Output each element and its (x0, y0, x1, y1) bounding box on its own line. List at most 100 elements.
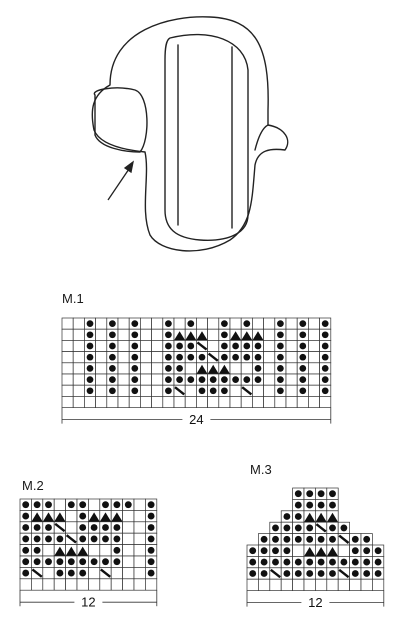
purl-dot (321, 320, 329, 327)
purl-dot (56, 535, 64, 543)
grid-cell (207, 317, 220, 330)
purl-dot (124, 501, 132, 509)
purl-dot (363, 547, 371, 555)
purl-dot (277, 342, 284, 350)
grid-cell (140, 373, 152, 386)
purl-dot (232, 353, 239, 361)
knitting-chart-m1: 24 (61, 317, 332, 427)
grid-cell (263, 340, 276, 352)
purl-dot (67, 501, 75, 509)
grid-cell (151, 340, 164, 352)
purl-dot (131, 353, 139, 361)
purl-dot (321, 387, 329, 395)
purl-dot (260, 535, 268, 543)
purl-dot (254, 376, 262, 383)
grid-cell (162, 396, 175, 408)
purl-dot (249, 570, 257, 577)
grid-cell (61, 340, 74, 352)
hat-outer-outline (91, 16, 289, 252)
purl-dot (86, 331, 94, 339)
purl-dot (329, 501, 336, 509)
purl-dot (109, 342, 116, 350)
grid-cell (240, 396, 253, 408)
purl-dot (317, 490, 325, 498)
purl-dot (294, 501, 302, 509)
grid-cell (184, 396, 197, 408)
grid-cell (117, 328, 130, 341)
grid-cell (145, 578, 158, 591)
grid-cell (72, 340, 85, 352)
grid-cell (258, 578, 271, 591)
grid-cell (72, 328, 85, 341)
grid-cell (151, 351, 164, 364)
grid-cell (308, 396, 320, 408)
grid-cell (133, 498, 146, 511)
ear-flap-outline (93, 87, 148, 153)
purl-dot (147, 546, 155, 554)
purl-dot (176, 376, 183, 383)
purl-dot (45, 558, 52, 566)
decrease-triangle (174, 331, 186, 341)
grid-cell (133, 532, 146, 545)
grid-cell (117, 340, 130, 352)
grid-cell (133, 578, 146, 591)
grid-cell (88, 498, 101, 511)
purl-dot (351, 558, 359, 566)
grid-cell (128, 396, 141, 408)
grid-cell (285, 340, 298, 352)
slant-stitch (338, 568, 350, 579)
grid-cell (61, 373, 74, 386)
grid-cell (151, 384, 164, 397)
decrease-triangle (207, 364, 219, 374)
purl-dot (243, 376, 251, 383)
purl-dot (147, 501, 155, 509)
purl-dot (147, 535, 155, 543)
grid-cell (292, 578, 305, 591)
purl-dot (249, 547, 257, 555)
grid-cell (173, 396, 186, 408)
grid-cell (308, 373, 320, 386)
purl-dot (33, 501, 41, 509)
grid-cell (319, 396, 332, 408)
purl-dot (187, 353, 195, 361)
purl-dot (209, 387, 217, 395)
purl-dot (232, 376, 239, 383)
purl-dot (221, 331, 228, 339)
purl-dot (260, 570, 268, 577)
decrease-triangle (315, 512, 327, 523)
grid-cell (110, 578, 123, 591)
grid-cell (72, 351, 85, 364)
grid-cell (61, 328, 74, 341)
grid-cell (122, 532, 135, 545)
decrease-triangle (111, 512, 123, 522)
purl-dot (198, 387, 206, 395)
grid-cell (84, 396, 96, 408)
purl-dot (176, 342, 183, 350)
purl-dot (260, 558, 268, 566)
purl-dot (33, 524, 41, 531)
grid-cell (88, 578, 101, 591)
decrease-triangle (54, 512, 66, 522)
purl-dot (86, 342, 94, 350)
purl-dot (165, 320, 172, 327)
decrease-triangle (315, 547, 327, 557)
purl-dot (56, 558, 64, 566)
purl-dot (109, 376, 116, 383)
slant-stitch (65, 534, 77, 544)
grid-cell (218, 396, 231, 408)
decrease-triangle (196, 364, 208, 374)
grid-cell (308, 317, 320, 330)
purl-dot (131, 342, 139, 350)
grid-cell (117, 396, 130, 408)
purl-dot (90, 524, 98, 531)
grid-cell (337, 544, 350, 557)
grid-cell (117, 373, 130, 386)
grid-cell (72, 317, 85, 330)
decrease-triangle (218, 364, 230, 374)
grid-cell (53, 498, 66, 511)
grid-cell (140, 340, 152, 352)
purl-dot (306, 490, 314, 498)
purl-dot (86, 320, 94, 327)
purl-dot (45, 501, 52, 509)
purl-dot (243, 320, 251, 327)
